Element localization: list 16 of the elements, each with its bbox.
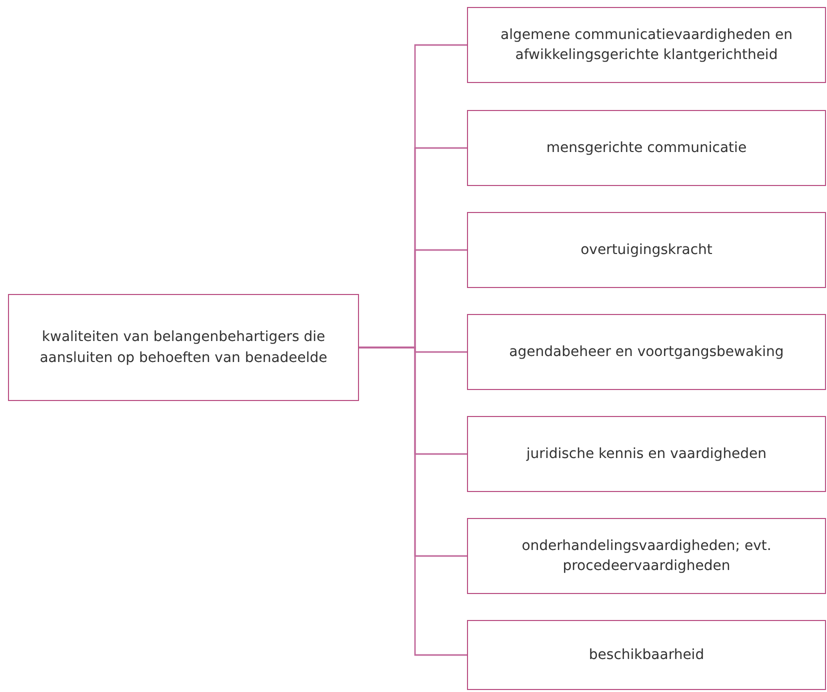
text-box — [8, 294, 359, 401]
box-label: kwaliteiten van belangenbehartigers die aansluiten op behoeften van benadeelde — [38, 328, 328, 368]
text-box — [467, 7, 826, 83]
text-box — [467, 212, 826, 288]
text-box — [467, 416, 826, 492]
text-box — [467, 110, 826, 186]
box-label: mensgerichte communicatie — [546, 138, 747, 158]
box-label: algemene communicatievaardigheden en afwikkelingsgerichte klantgerichtheid — [499, 26, 794, 65]
text-box — [467, 620, 826, 690]
text-box — [467, 518, 826, 594]
box-label: beschikbaarheid — [588, 646, 704, 665]
text-box — [467, 314, 826, 390]
box-label: juridische kennis en vaardigheden — [526, 444, 767, 464]
box-label: onderhandelingsvaardigheden; evt. procedeervaardigheden — [520, 536, 772, 576]
box-label: agendabeheer en voortgangsbewaking — [509, 342, 784, 362]
box-label: overtuigingskracht — [580, 240, 712, 260]
